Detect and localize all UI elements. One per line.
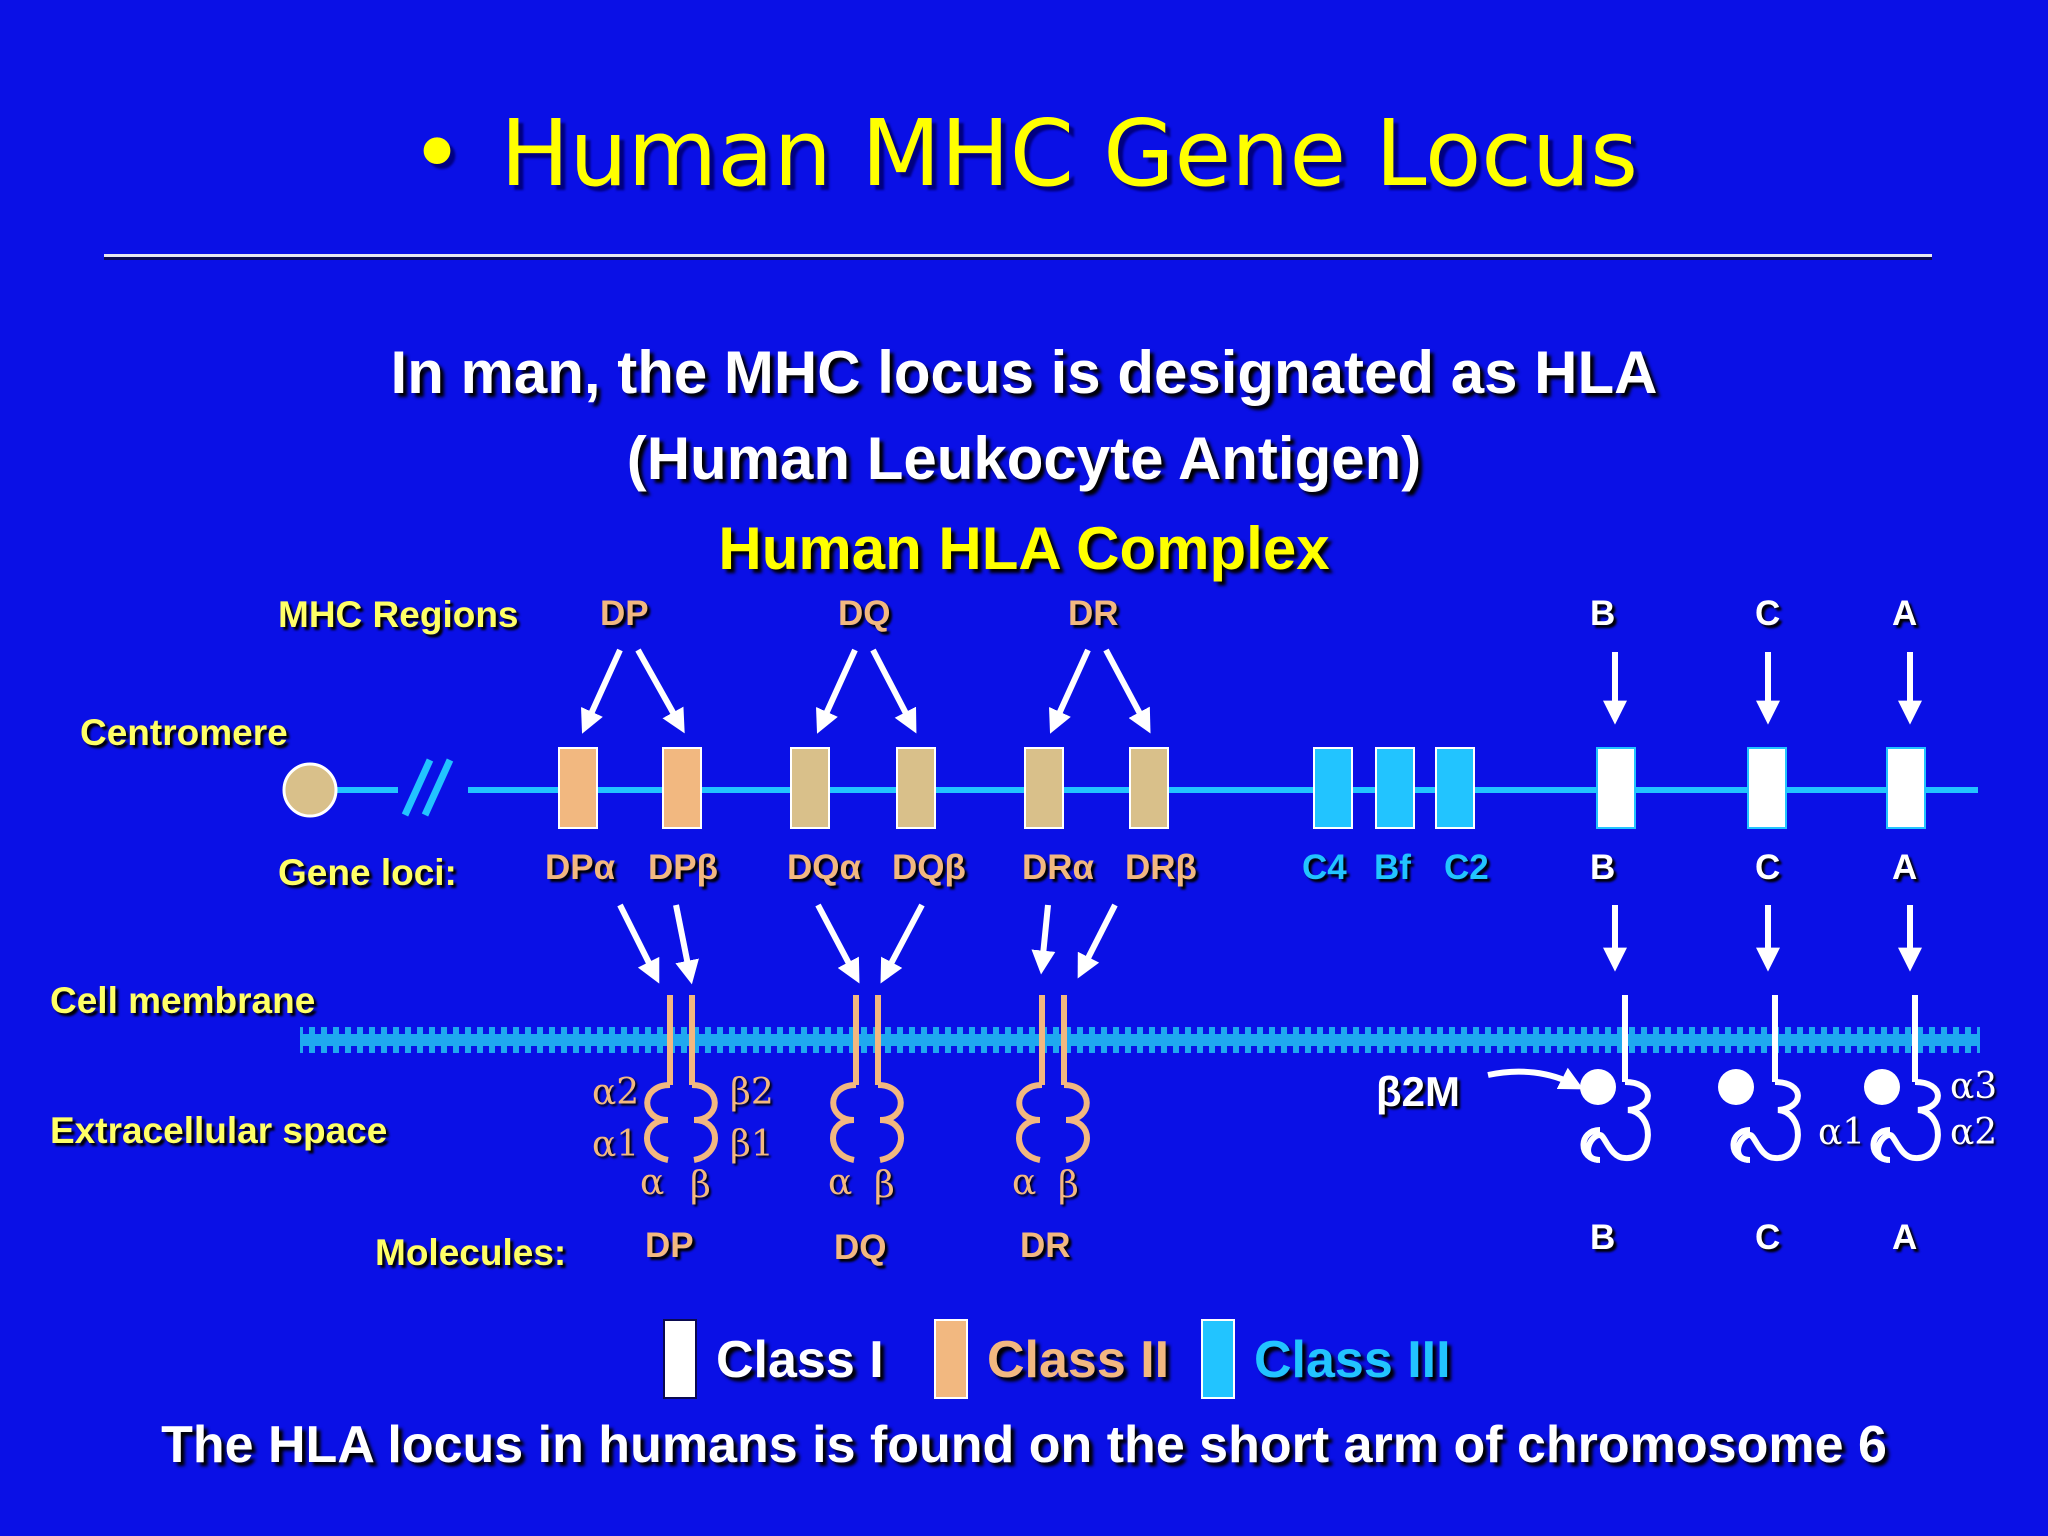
domain-dp-beta2: β2 — [730, 1072, 774, 1113]
molecule-label-dr: DR — [1020, 1226, 1071, 1265]
molecule-a — [1870, 995, 1941, 1163]
gene-box-b — [1596, 747, 1636, 829]
domain-a-alpha2: α2 — [1950, 1112, 1998, 1153]
molecule-b — [1580, 995, 1651, 1163]
molecule-label-dp: DP — [645, 1226, 694, 1265]
domain-dr-beta: β — [1058, 1165, 1079, 1206]
beta2m-a — [1864, 1069, 1900, 1105]
gene-drb: DRβ — [1125, 848, 1197, 887]
legend-class2: Class II — [987, 1331, 1170, 1389]
domain-dp-alpha2: α2 — [592, 1072, 640, 1113]
centromere-icon — [282, 762, 338, 818]
gene-dra: DRα — [1022, 848, 1095, 887]
molecule-label-dq: DQ — [834, 1228, 887, 1267]
molecule-label-b: B — [1590, 1218, 1616, 1257]
gene-box-bf — [1375, 747, 1415, 829]
region-dq: DQ — [838, 594, 891, 633]
domain-a-alpha3: α3 — [1950, 1066, 1998, 1107]
label-centromere: Centromere — [80, 712, 288, 753]
gene-box-dqb — [896, 747, 936, 829]
region-dr: DR — [1068, 594, 1119, 633]
title-divider — [104, 254, 1932, 257]
subtitle-line-1: In man, the MHC locus is designated as H… — [390, 339, 1658, 406]
label-extracellular: Extracellular space — [50, 1110, 388, 1151]
slide-title: • Human MHC Gene Locus — [0, 100, 2048, 207]
legend-class3: Class III — [1254, 1331, 1451, 1389]
gene-dqa: DQα — [787, 848, 862, 887]
domain-dp-alpha1: α1 — [592, 1124, 640, 1165]
molecule-dq — [830, 995, 904, 1163]
domain-dp-alpha: α — [640, 1162, 665, 1203]
legend-swatch-class2 — [934, 1319, 968, 1399]
title-bullet: • — [409, 100, 465, 207]
gene-bf: Bf — [1374, 848, 1411, 887]
region-dp: DP — [600, 594, 649, 633]
gene-c: C — [1755, 848, 1781, 887]
beta2m-b — [1580, 1069, 1616, 1105]
beta2m-arrow — [1487, 1067, 1584, 1090]
gene-box-drb — [1129, 747, 1169, 829]
domain-dp-beta1: β1 — [730, 1124, 774, 1165]
gene-c2: C2 — [1444, 848, 1489, 887]
title-text: Human MHC Gene Locus — [500, 100, 1639, 207]
label-beta2m: β2M — [1376, 1068, 1460, 1115]
label-cell-membrane: Cell membrane — [50, 980, 316, 1021]
domain-dp-beta: β — [690, 1165, 711, 1206]
gene-b: B — [1590, 848, 1616, 887]
region-b: B — [1590, 594, 1616, 633]
gene-dqb: DQβ — [892, 848, 966, 887]
gene-box-dqa — [790, 747, 830, 829]
molecule-c — [1730, 995, 1801, 1163]
region-a: A — [1892, 594, 1918, 633]
gene-box-a — [1886, 747, 1926, 829]
gene-dpa: DPα — [545, 848, 616, 887]
chromosome-break-2 — [421, 758, 454, 817]
label-gene-loci: Gene loci: — [278, 852, 457, 893]
chromosome-break-1 — [401, 758, 434, 817]
gene-box-c — [1747, 747, 1787, 829]
legend-swatch-class1 — [663, 1319, 697, 1399]
domain-dq-alpha: α — [828, 1162, 853, 1203]
domain-a-alpha1: α1 — [1818, 1112, 1866, 1153]
cell-membrane — [300, 1027, 1980, 1053]
gene-box-c4 — [1313, 747, 1353, 829]
molecule-dr — [1016, 995, 1090, 1163]
beta2m-c — [1718, 1069, 1754, 1105]
legend-swatch-class3 — [1201, 1319, 1235, 1399]
gene-c4: C4 — [1302, 848, 1347, 887]
region-c: C — [1755, 594, 1781, 633]
gene-dpb: DPβ — [648, 848, 718, 887]
gene-arrows — [617, 903, 1922, 985]
gene-box-dra — [1024, 747, 1064, 829]
gene-a: A — [1892, 848, 1918, 887]
molecule-label-c: C — [1755, 1218, 1781, 1257]
complex-title: Human HLA Complex — [718, 515, 1330, 582]
molecule-label-a: A — [1892, 1218, 1918, 1257]
label-mhc-regions: MHC Regions — [278, 594, 519, 635]
footer-caption: The HLA locus in humans is found on the … — [161, 1416, 1887, 1474]
domain-dq-beta: β — [874, 1165, 895, 1206]
subtitle-line-2: (Human Leukocyte Antigen) — [626, 425, 1422, 492]
region-arrows — [581, 648, 1922, 734]
domain-dr-alpha: α — [1012, 1162, 1037, 1203]
gene-box-dpa — [558, 747, 598, 829]
gene-box-c2 — [1435, 747, 1475, 829]
label-molecules: Molecules: — [375, 1232, 567, 1273]
molecule-dp — [644, 995, 718, 1163]
gene-box-dpb — [662, 747, 702, 829]
legend-class1: Class I — [716, 1331, 884, 1389]
